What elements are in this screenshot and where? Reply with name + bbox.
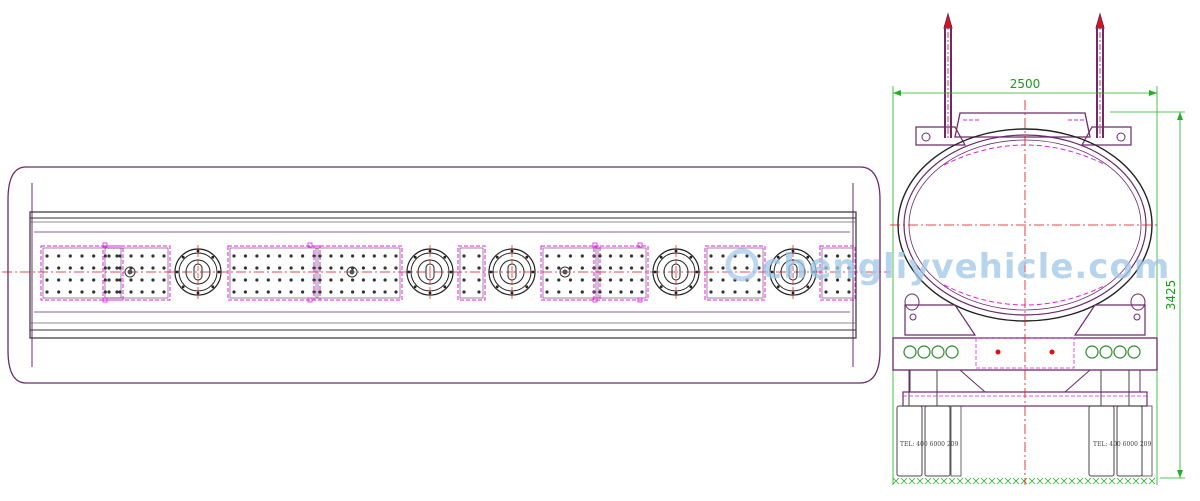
manhole-cover [488, 245, 536, 299]
manhole-cover [174, 245, 222, 299]
manhole-cover [652, 245, 700, 299]
grating-panel [102, 245, 171, 301]
tail-light [917, 345, 931, 359]
tire-label-right: TEL: 400 6000 209 [1093, 441, 1151, 448]
tires-right: TEL: 400 6000 209 [1088, 370, 1153, 477]
grating-panel [593, 245, 649, 301]
manhole-cover [769, 245, 817, 299]
catwalk-frame [29, 211, 857, 339]
grating-panels [40, 242, 856, 303]
manhole-cover [406, 245, 454, 299]
rear-view: 2500 3425 [890, 12, 1185, 485]
tank-shell-outline [7, 166, 881, 384]
watermark-text: chengliyvehicle.com [762, 247, 1170, 287]
grating-panel [457, 245, 486, 301]
tail-light [931, 345, 945, 359]
grating-panel [540, 245, 601, 301]
tail-light [1085, 345, 1099, 359]
width-dimension: 2500 [892, 77, 1158, 485]
tail-light [1127, 345, 1141, 359]
width-dimension-label: 2500 [1010, 77, 1041, 91]
manholes [174, 245, 817, 299]
grating-panel [313, 245, 403, 301]
grating-panel [819, 245, 856, 301]
grating-panel [227, 245, 321, 301]
vent-pipe-left [943, 12, 953, 140]
height-dimension: 3425 [1110, 111, 1185, 479]
tail-light [1099, 345, 1113, 359]
tail-light [1113, 345, 1127, 359]
ground-hatch [892, 477, 1156, 485]
tires-left: TEL: 400 6000 209 [896, 370, 962, 477]
tail-light [903, 345, 917, 359]
vent-pipe-right [1095, 12, 1105, 140]
grating-panel [40, 245, 124, 301]
height-dimension-label: 3425 [1164, 280, 1178, 311]
tire-label-left: TEL: 400 6000 209 [900, 441, 958, 448]
watermark: chengliyvehicle.com [725, 247, 1170, 287]
tail-light [945, 345, 959, 359]
top-view [2, 166, 890, 384]
grating-panel [704, 245, 766, 301]
